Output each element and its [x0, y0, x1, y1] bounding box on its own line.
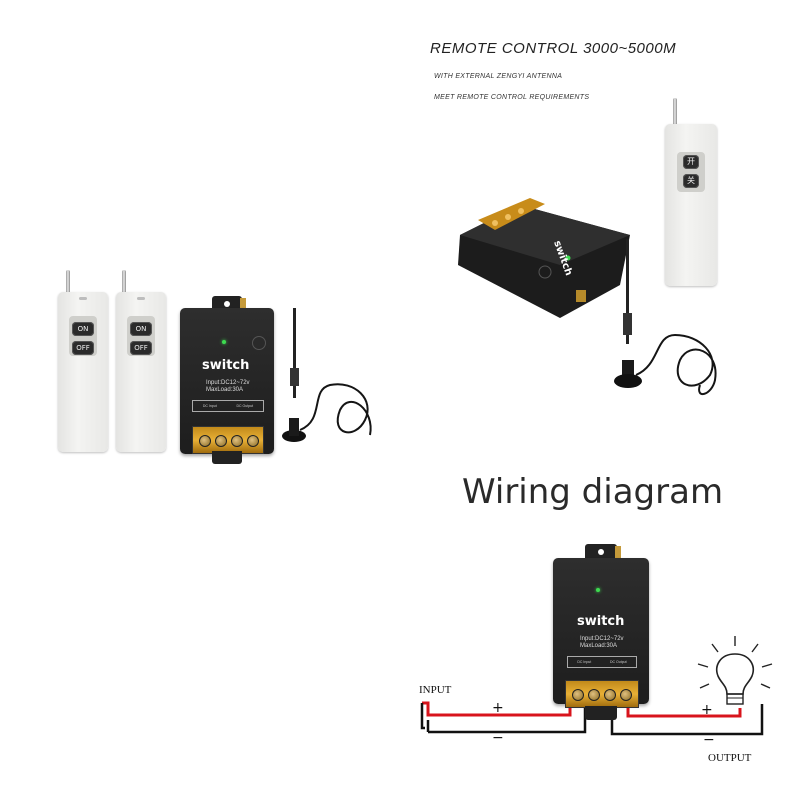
output-label: OUTPUT: [708, 752, 752, 764]
terminal-screw: [247, 435, 259, 447]
external-antenna-right: [614, 239, 717, 395]
terminal-screw: [231, 435, 243, 447]
remote-antenna: [673, 98, 677, 128]
input-label: INPUT: [419, 684, 452, 696]
remote-led: [79, 297, 87, 300]
maxload-spec: MaxLoad:30A: [580, 643, 618, 649]
antenna-connector: [240, 298, 246, 310]
input-plus-sign: +: [492, 700, 504, 716]
terminal-block: [192, 426, 264, 454]
receiver-device-left: switch Input:DC12~72v MaxLoad:30A DC Inp…: [180, 296, 274, 464]
maxload-spec: MaxLoad:30A: [206, 387, 244, 393]
terminal-screw: [199, 435, 211, 447]
status-led: [222, 340, 226, 344]
antenna-base: [614, 374, 642, 388]
terminal-screw: [572, 689, 584, 701]
terminal-screw: [604, 689, 616, 701]
terminal-legend-output: DC Output: [236, 404, 254, 408]
external-antenna-left: [282, 308, 372, 442]
brand-label: switch: [202, 358, 250, 373]
wiring-diagram-title: Wiring diagram: [462, 472, 724, 512]
terminal-screw: [620, 689, 632, 701]
remote-on-button[interactable]: 开: [683, 155, 699, 169]
brand-label: switch: [577, 614, 625, 629]
terminal-legend: DC Input DC Output: [192, 400, 264, 412]
receiver-device-angled: switch: [458, 198, 630, 318]
remote-off-button[interactable]: 关: [683, 174, 699, 188]
mount-hole: [224, 301, 230, 307]
terminal-legend-input: DC Input: [202, 404, 217, 408]
antenna-coil: [290, 368, 299, 386]
terminal-legend: DC Input DC Output: [567, 656, 637, 668]
subtitle-antenna: WITH EXTERNAL ZENGYI ANTENNA: [434, 73, 563, 80]
receiver-device-diagram: switch Input:DC12~72v MaxLoad:30A DC Inp…: [553, 544, 649, 724]
remote-body: ON OFF: [58, 292, 108, 452]
mount-tab: [212, 451, 242, 464]
product-title: REMOTE CONTROL 3000~5000M: [430, 40, 677, 57]
terminal-block: [565, 680, 639, 708]
antenna-cable: [635, 333, 717, 395]
remote-led: [137, 297, 145, 300]
remote-right: ON OFF: [116, 270, 166, 452]
terminal-legend-output: DC Output: [610, 660, 627, 664]
antenna-rod: [293, 308, 296, 398]
status-led: [596, 588, 600, 592]
remote-body: ON OFF: [116, 292, 166, 452]
remote-off-button[interactable]: OFF: [72, 341, 94, 355]
antenna-cable: [299, 383, 372, 436]
input-minus-sign: −: [492, 730, 504, 746]
input-spec: Input:DC12~72v: [206, 380, 250, 386]
antenna-coil: [623, 313, 632, 335]
receiver-body: switch Input:DC12~72v MaxLoad:30A DC Inp…: [553, 558, 649, 704]
remote-on-button[interactable]: ON: [130, 322, 152, 336]
lightbulb-icon: [697, 636, 773, 705]
remote-on-button[interactable]: ON: [72, 322, 94, 336]
output-plus-sign: +: [701, 702, 713, 718]
remote-body: 开 关: [665, 124, 717, 286]
terminal-screw: [588, 689, 600, 701]
remote-off-button[interactable]: OFF: [130, 341, 152, 355]
learn-button[interactable]: [252, 336, 266, 350]
mount-tab: [585, 706, 617, 720]
remote-chinese: 开 关: [665, 98, 717, 288]
antenna-rod: [626, 239, 629, 344]
output-minus-sign: −: [703, 732, 715, 748]
remote-antenna: [66, 270, 70, 298]
remote-left: ON OFF: [58, 270, 108, 452]
subtitle-requirements: MEET REMOTE CONTROL REQUIREMENTS: [434, 94, 590, 101]
mount-hole: [598, 549, 604, 555]
remote-antenna: [122, 270, 126, 298]
antenna-connector: [615, 546, 621, 558]
input-spec: Input:DC12~72v: [580, 636, 624, 642]
terminal-legend-input: DC Input: [577, 660, 592, 664]
terminal-screw: [215, 435, 227, 447]
